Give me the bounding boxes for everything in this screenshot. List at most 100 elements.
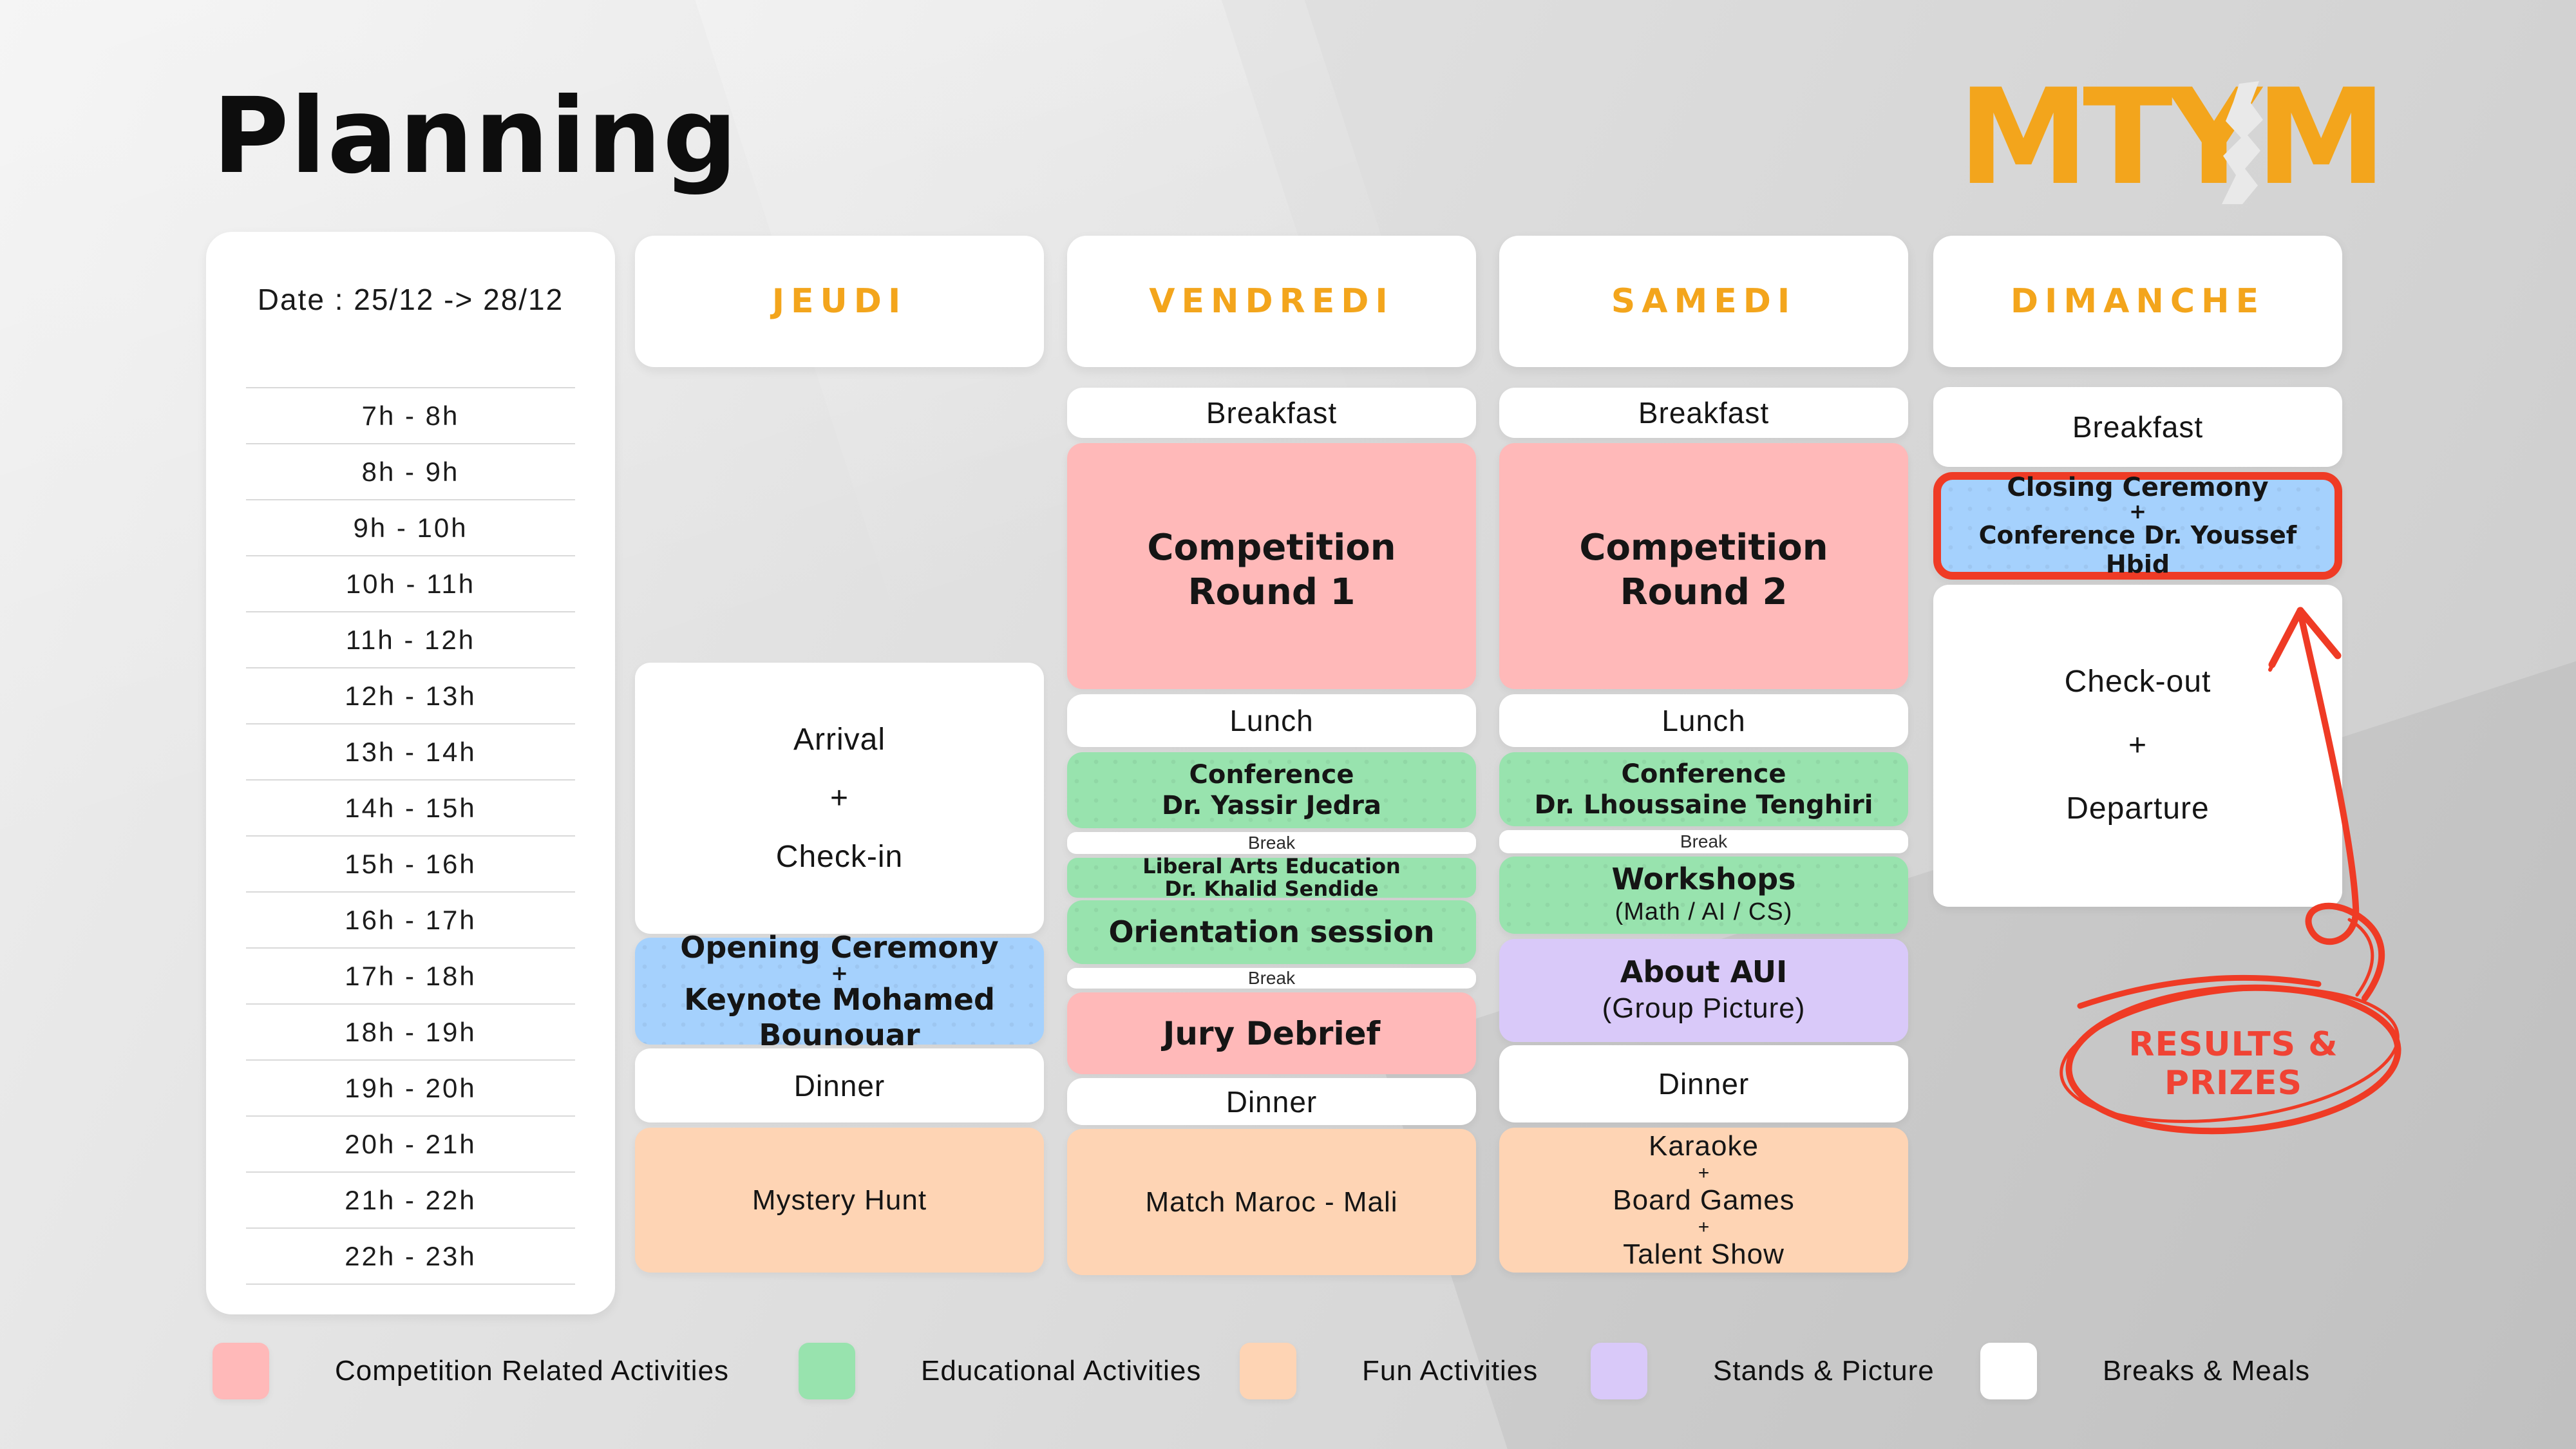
time-slot: 21h - 22h <box>246 1171 575 1227</box>
event-opening-ceremony: Opening Ceremony + Keynote Mohamed Bouno… <box>635 930 1044 1052</box>
event-line: Departure <box>2066 791 2210 826</box>
event-breakfast-samedi: Breakfast <box>1499 388 1908 438</box>
event-line: Talent Show <box>1623 1238 1785 1271</box>
event-line: Karaoke <box>1649 1130 1759 1162</box>
time-slot: 20h - 21h <box>246 1115 575 1171</box>
arrow-shaft-sketch <box>2347 918 2374 997</box>
event-line: Break <box>1680 831 1728 851</box>
event-competition-round-1: Competition Round 1 <box>1067 443 1476 689</box>
event-line: Dr. Khalid Sendide <box>1164 876 1379 901</box>
event-breakfast-vendredi: Breakfast <box>1067 388 1476 438</box>
event-line: Opening Ceremony <box>680 930 999 965</box>
event-line: + <box>2129 499 2146 524</box>
legend-swatch-competition <box>213 1343 269 1399</box>
pink-swatch-icon <box>213 1343 269 1399</box>
time-slot: 12h - 13h <box>246 667 575 723</box>
event-line: Dinner <box>1658 1067 1750 1101</box>
event-conference-jedra: Conference Dr. Yassir Jedra <box>1067 752 1476 828</box>
legend-label-educational: Educational Activities <box>921 1355 1202 1387</box>
event-line: Jury Debrief <box>1162 1014 1381 1052</box>
mtym-logo-text: MTYM <box>1958 61 2387 214</box>
results-prizes-label: RESULTS & PRIZES <box>2128 1025 2338 1103</box>
event-line: + <box>829 781 849 815</box>
green-swatch-icon <box>799 1343 855 1399</box>
peach-swatch-icon <box>1240 1343 1296 1399</box>
event-line: Closing Ceremony <box>2007 473 2269 503</box>
time-slot: 16h - 17h <box>246 891 575 947</box>
time-slot: 17h - 18h <box>246 947 575 1003</box>
event-line: Breakfast <box>1206 396 1338 430</box>
day-header-samedi: SAMEDI <box>1499 236 1908 367</box>
event-line: Lunch <box>1662 704 1746 737</box>
event-line: Competition <box>1579 527 1828 569</box>
event-competition-round-2: Competition Round 2 <box>1499 443 1908 689</box>
event-line: Arrival <box>793 722 886 757</box>
purple-swatch-icon <box>1591 1343 1647 1399</box>
time-column-card: Date : 25/12 -> 28/12 7h - 8h 8h - 9h 9h… <box>206 232 615 1314</box>
mtym-logo: MTYM <box>1958 72 2387 204</box>
time-slot: 9h - 10h <box>246 499 575 555</box>
event-about-aui: About AUI (Group Picture) <box>1499 939 1908 1042</box>
event-line: Conference <box>1621 759 1786 789</box>
page-title: Planning <box>213 76 739 197</box>
time-slot: 19h - 20h <box>246 1059 575 1115</box>
event-jury-debrief: Jury Debrief <box>1067 992 1476 1074</box>
event-line: Dinner <box>793 1068 886 1103</box>
event-orientation-session: Orientation session <box>1067 900 1476 964</box>
event-closing-ceremony: Closing Ceremony + Conference Dr. Yousse… <box>1933 472 2342 580</box>
event-line: Round 2 <box>1620 571 1788 613</box>
legend-swatch-educational <box>799 1343 855 1399</box>
time-slot-list: 7h - 8h 8h - 9h 9h - 10h 10h - 11h 11h -… <box>246 387 575 1285</box>
event-match-maroc-mali: Match Maroc - Mali <box>1067 1129 1476 1275</box>
day-header-dimanche: DIMANCHE <box>1933 236 2342 367</box>
event-break-2-vendredi: Break <box>1067 968 1476 989</box>
event-line: Breakfast <box>1638 396 1770 430</box>
event-liberal-arts: Liberal Arts Education Dr. Khalid Sendid… <box>1067 855 1476 901</box>
event-line: Board Games <box>1613 1184 1795 1216</box>
legend-label-stands: Stands & Picture <box>1713 1355 1935 1387</box>
day-label: SAMEDI <box>1611 282 1797 321</box>
event-mystery-hunt: Mystery Hunt <box>635 1128 1044 1273</box>
event-dinner-vendredi: Dinner <box>1067 1078 1476 1125</box>
event-line: Match Maroc - Mali <box>1145 1186 1398 1218</box>
event-dinner-samedi: Dinner <box>1499 1045 1908 1122</box>
white-swatch-icon <box>1980 1343 2037 1399</box>
event-line: Competition <box>1147 527 1396 569</box>
event-line: + <box>1698 1162 1710 1184</box>
day-header-jeudi: JEUDI <box>635 236 1044 367</box>
event-line: Conference <box>1189 760 1354 790</box>
event-line: Dr. Lhoussaine Tenghiri <box>1534 790 1873 820</box>
legend-label-fun: Fun Activities <box>1362 1355 1539 1387</box>
time-slot: 15h - 16h <box>246 835 575 891</box>
time-slot: 11h - 12h <box>246 611 575 667</box>
event-line: Conference Dr. Youssef Hbid <box>1978 520 2297 579</box>
event-break-1-vendredi: Break <box>1067 832 1476 854</box>
event-line: + <box>2128 728 2148 762</box>
event-line: Dinner <box>1226 1084 1318 1119</box>
event-lunch-vendredi: Lunch <box>1067 694 1476 747</box>
event-conference-tenghiri: Conference Dr. Lhoussaine Tenghiri <box>1499 752 1908 826</box>
time-slot: 22h - 23h <box>246 1227 575 1285</box>
day-header-vendredi: VENDREDI <box>1067 236 1476 367</box>
legend-label-breaks: Breaks & Meals <box>2103 1355 2311 1387</box>
date-range-label: Date : 25/12 -> 28/12 <box>257 283 564 316</box>
event-line: Break <box>1247 833 1296 853</box>
event-line: (Group Picture) <box>1602 992 1806 1024</box>
event-line: Round 1 <box>1188 571 1356 613</box>
event-line: Dr. Yassir Jedra <box>1162 791 1381 820</box>
legend-swatch-stands <box>1591 1343 1647 1399</box>
event-line: Lunch <box>1229 704 1314 737</box>
event-arrival-checkin: Arrival + Check-in <box>635 663 1044 934</box>
event-line: + <box>1698 1217 1710 1238</box>
time-slot: 18h - 19h <box>246 1003 575 1059</box>
event-line: + <box>831 961 848 986</box>
event-line: Check-out <box>2064 665 2211 699</box>
event-breakfast-dimanche: Breakfast <box>1933 387 2342 467</box>
time-slot: 7h - 8h <box>246 387 575 443</box>
time-slot: 13h - 14h <box>246 723 575 779</box>
day-label: DIMANCHE <box>2010 282 2266 321</box>
day-label: JEUDI <box>772 282 907 321</box>
event-line: Orientation session <box>1108 914 1435 950</box>
event-line: Check-in <box>775 840 904 875</box>
